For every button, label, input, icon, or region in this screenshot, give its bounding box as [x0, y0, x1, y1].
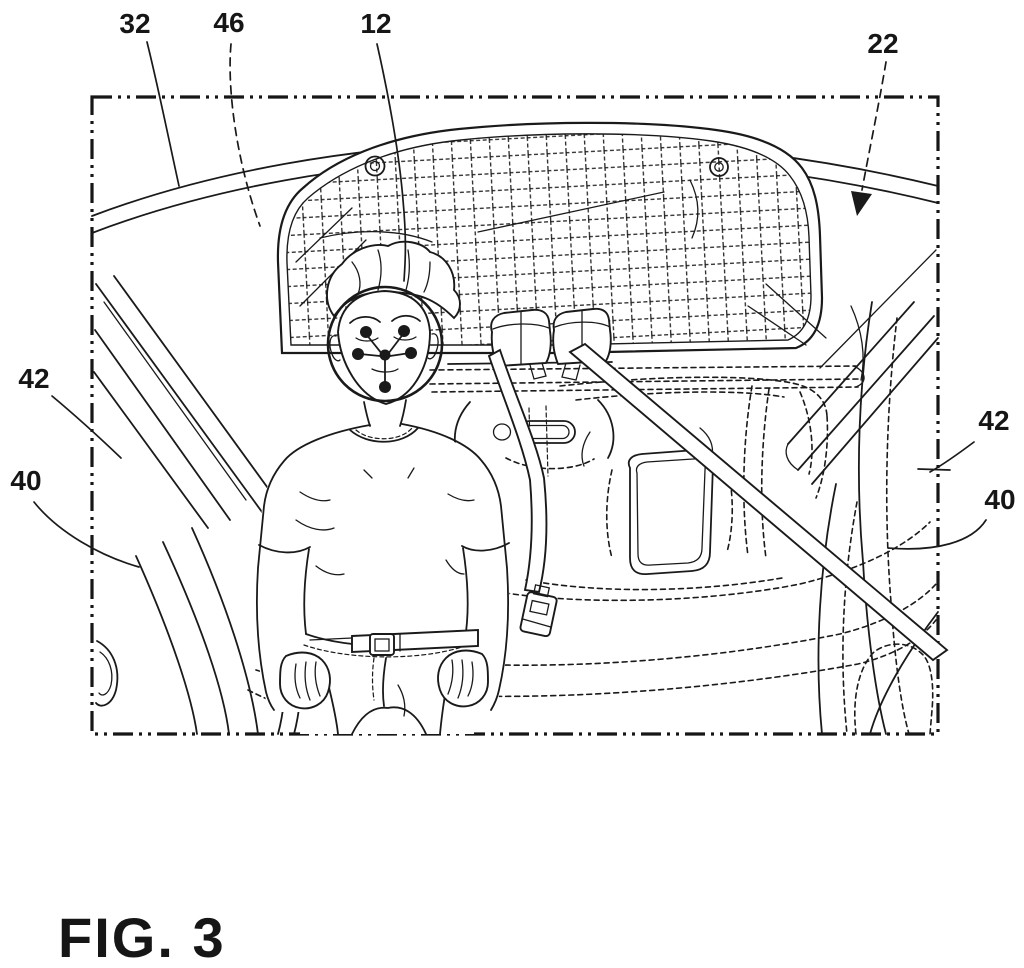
ref-label-40-right: 40 [984, 484, 1015, 515]
seatbelt-diagonal [568, 342, 949, 662]
ear-right [427, 333, 439, 360]
leader-22 [861, 61, 887, 191]
arrowhead-22 [851, 191, 872, 216]
door-handle-hooks [95, 640, 119, 707]
ref-label-12: 12 [360, 8, 391, 39]
mesh-frame-inner [286, 133, 812, 346]
collar [349, 427, 419, 443]
leader-40-left [33, 501, 140, 568]
ref-label-42-left: 42 [18, 363, 49, 394]
leader-32 [146, 41, 180, 187]
leader-12 [376, 43, 407, 282]
seatbelt-left [487, 348, 558, 638]
eyebrow-left [349, 315, 381, 324]
face [337, 290, 431, 405]
waist-belt [309, 629, 479, 656]
landmark-eye-left [360, 326, 372, 338]
hand-right [437, 649, 489, 708]
mesh-grommet-left [364, 155, 386, 177]
ref-label-32: 32 [119, 8, 150, 39]
landmark-mouth-right [405, 347, 417, 359]
eyebrow-right [391, 314, 421, 322]
leader-46 [229, 43, 261, 227]
landmark-nose [379, 349, 391, 361]
ref-label-46: 46 [213, 7, 244, 38]
face-detection-circle [326, 285, 444, 403]
seat-opening-outer [627, 449, 714, 575]
ref-label-40-left: 40 [10, 465, 41, 496]
landmark-chin [379, 381, 391, 393]
ref-label-22: 22 [867, 28, 898, 59]
leader-40-right [887, 519, 987, 550]
landmark-eye-right [398, 325, 410, 337]
belt-buckle [369, 633, 395, 656]
seatbelt-buckle [519, 584, 558, 638]
phantom-border [90, 95, 940, 736]
ear-left [329, 335, 341, 362]
leader-42-right-tick [917, 468, 951, 471]
leader-42-left [51, 395, 122, 459]
leader-lines [33, 41, 987, 568]
figure-caption: FIG. 3 [58, 906, 226, 968]
headrest-left [490, 308, 552, 380]
mesh-grommet-right [709, 157, 729, 177]
hand-left [279, 651, 331, 710]
right-pillar [785, 249, 939, 735]
occupant [254, 240, 510, 735]
face-landmarks [352, 325, 417, 393]
seat-opening-inner [635, 458, 706, 566]
landmark-mouth-left [352, 348, 364, 360]
trousers-mask [300, 645, 474, 734]
reference-numerals: 32 46 12 22 42 40 42 40 [10, 7, 1015, 515]
ref-label-42-right: 42 [978, 405, 1009, 436]
